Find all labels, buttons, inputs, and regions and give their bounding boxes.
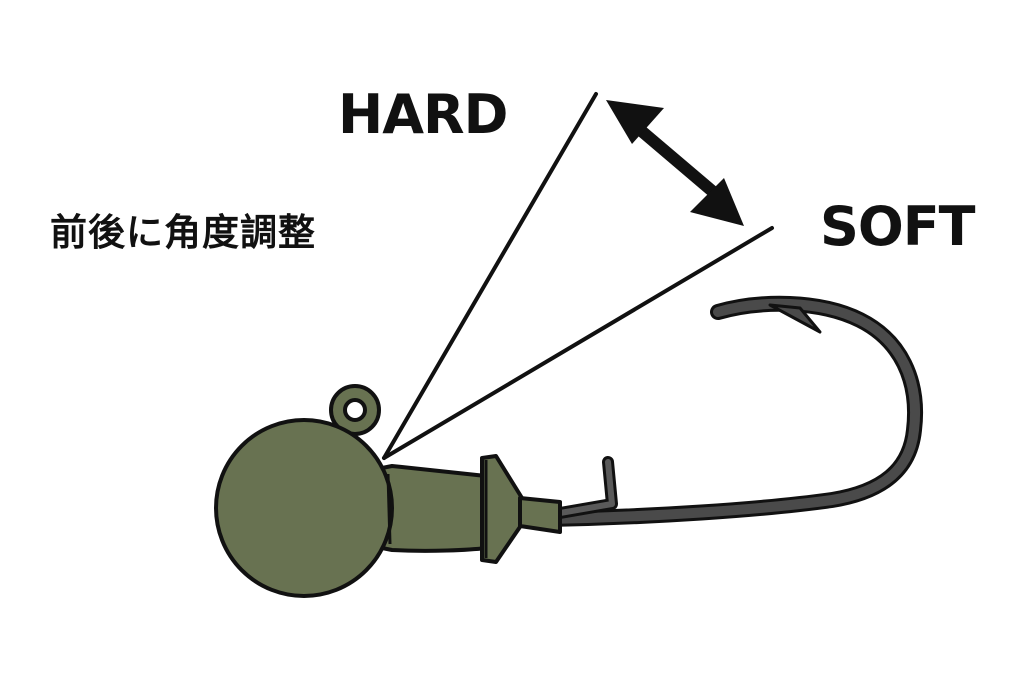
hard-angle-line (382, 92, 598, 460)
soft-angle-line (382, 226, 774, 460)
ball-head (214, 418, 394, 598)
arrow-head-top (606, 100, 664, 144)
hard-label: HARD (338, 83, 508, 146)
bait-collar (480, 454, 524, 564)
jig-head (214, 384, 562, 598)
hook-barb (768, 303, 822, 334)
arrow-head-bottom (690, 178, 744, 226)
hook-shank-outline (540, 295, 923, 527)
soft-label: SOFT (820, 195, 976, 258)
hook (540, 295, 923, 527)
angle-adjust-label: 前後に角度調整 (50, 211, 316, 254)
line-tie-eye-hole (343, 398, 367, 422)
wire-keeper (557, 459, 615, 516)
neck-join-line (386, 473, 392, 545)
shank-collar (518, 496, 562, 534)
angle-adjust-arrow (606, 100, 744, 226)
hook-shank (543, 298, 920, 524)
